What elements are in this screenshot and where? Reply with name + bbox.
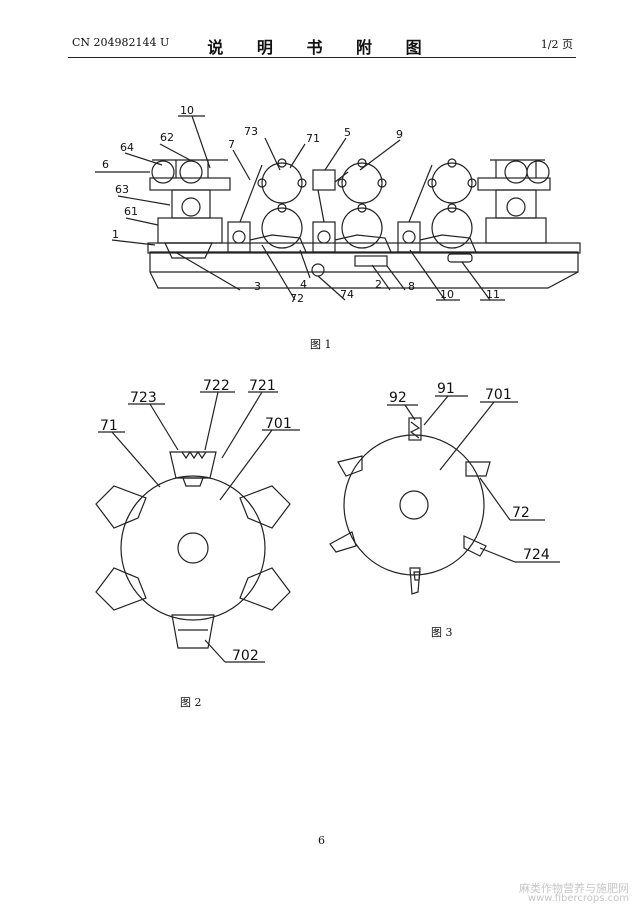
fig3-label: 91 [437, 381, 455, 397]
figure-2-caption: 图 2 [180, 696, 202, 709]
fig1-label: 11 [486, 288, 500, 301]
page-title: 说 明 书 附 图 [207, 38, 436, 57]
fig1-label: 71 [306, 132, 320, 145]
fig2-label: 702 [232, 648, 259, 664]
page-indicator: 1/2 页 [540, 38, 573, 51]
figure-2-labels: 723 722 721 71 701 702 [100, 378, 292, 664]
fig2-label: 71 [100, 418, 118, 434]
fig1-label: 4 [300, 278, 307, 291]
fig1-label: 61 [124, 205, 138, 218]
fig1-label: 73 [244, 125, 258, 138]
fig1-label: 2 [375, 278, 382, 291]
fig1-label: 8 [408, 280, 415, 293]
fig2-label: 723 [130, 390, 157, 406]
figure-1-drawing [95, 115, 581, 301]
figure-3-labels: 92 91 701 72 724 [389, 381, 550, 563]
figure-1-caption: 图 1 [310, 338, 332, 351]
fig1-label: 9 [396, 128, 403, 141]
fig1-label: 10 [440, 288, 454, 301]
fig1-label: 74 [340, 288, 354, 301]
figure-3-caption: 图 3 [431, 626, 453, 639]
fig1-label: 7 [228, 138, 235, 151]
fig1-label: 10 [180, 104, 194, 117]
fig1-label: 5 [344, 126, 351, 139]
fig3-label: 701 [485, 387, 512, 403]
fig1-label: 6 [102, 158, 109, 171]
fig2-label: 722 [203, 378, 230, 394]
fig1-label: 3 [254, 280, 261, 293]
fig3-label: 724 [523, 547, 550, 563]
fig2-label: 721 [249, 378, 276, 394]
figure-1-labels: 10 62 64 6 63 61 1 73 71 7 5 9 3 72 4 74… [102, 104, 500, 305]
fig3-label: 92 [389, 390, 407, 406]
watermark-text: 麻类作物营养与施肥网 [519, 882, 629, 895]
figure-3-drawing [329, 395, 560, 595]
watermark-url: www.fibercrops.com [527, 893, 629, 904]
fig1-label: 72 [290, 292, 304, 305]
fig1-label: 63 [115, 183, 129, 196]
fig1-label: 64 [120, 141, 134, 154]
publication-number: CN 204982144 U [72, 36, 170, 49]
header-rule [68, 57, 576, 58]
fig2-label: 701 [265, 416, 292, 432]
figure-2-drawing [95, 391, 300, 663]
fig1-label: 1 [112, 228, 119, 241]
page-number: 6 [318, 834, 325, 847]
fig3-label: 72 [512, 505, 530, 521]
fig1-label: 62 [160, 131, 174, 144]
